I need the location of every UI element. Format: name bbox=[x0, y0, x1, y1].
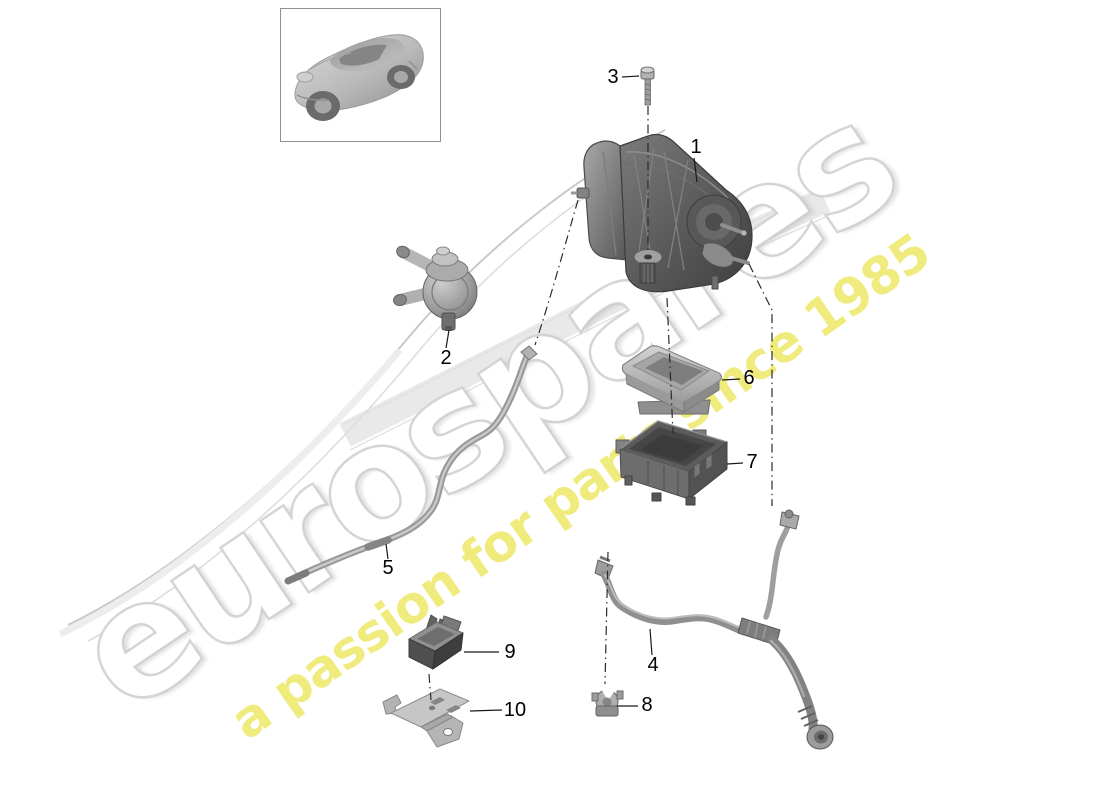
assembly-centerlines bbox=[428, 106, 773, 701]
centerline-hose4-to-clip8 bbox=[604, 551, 609, 685]
callout-9[interactable]: 9 bbox=[504, 641, 516, 663]
swoosh-line-inner bbox=[87, 145, 669, 642]
canister-upper-port bbox=[720, 223, 746, 235]
callout-7[interactable]: 7 bbox=[746, 451, 758, 473]
part-4-vent-hose[interactable] bbox=[594, 509, 834, 750]
porsche-911-coupe-icon bbox=[294, 34, 424, 121]
callout-leader-lines bbox=[385, 75, 744, 712]
part-3-screw[interactable] bbox=[640, 66, 655, 106]
centerline-part9-to-part10 bbox=[428, 673, 432, 701]
part-8-clip[interactable] bbox=[591, 687, 624, 717]
callout-2[interactable]: 2 bbox=[440, 347, 452, 369]
vehicle-thumbnail-box bbox=[280, 8, 441, 142]
swoosh-line-outer bbox=[67, 129, 666, 626]
callout-8[interactable]: 8 bbox=[641, 694, 653, 716]
callout-6[interactable]: 6 bbox=[743, 367, 755, 389]
part-7-housing[interactable] bbox=[615, 420, 728, 506]
callout-4[interactable]: 4 bbox=[647, 654, 659, 676]
centerline-canister-to-line5 bbox=[534, 199, 579, 346]
part-2-purge-valve[interactable] bbox=[392, 244, 478, 331]
swoosh-band bbox=[339, 188, 831, 447]
callout-5[interactable]: 5 bbox=[382, 557, 394, 579]
part-5-vent-line[interactable] bbox=[284, 345, 538, 585]
callout-1[interactable]: 1 bbox=[690, 136, 702, 158]
canister-lower-port bbox=[729, 256, 750, 265]
centerline-canister-to-hose4 bbox=[748, 263, 773, 506]
centerline-canister-to-filter bbox=[666, 297, 674, 435]
callout-3[interactable]: 3 bbox=[607, 66, 619, 88]
part-6-filter-element[interactable] bbox=[621, 345, 723, 415]
part-10-bracket[interactable] bbox=[382, 688, 470, 748]
part-1-carbon-canister[interactable] bbox=[571, 133, 753, 293]
part-9-support[interactable] bbox=[408, 614, 464, 670]
canister-left-port bbox=[576, 187, 590, 199]
callout-10[interactable]: 10 bbox=[503, 699, 527, 721]
